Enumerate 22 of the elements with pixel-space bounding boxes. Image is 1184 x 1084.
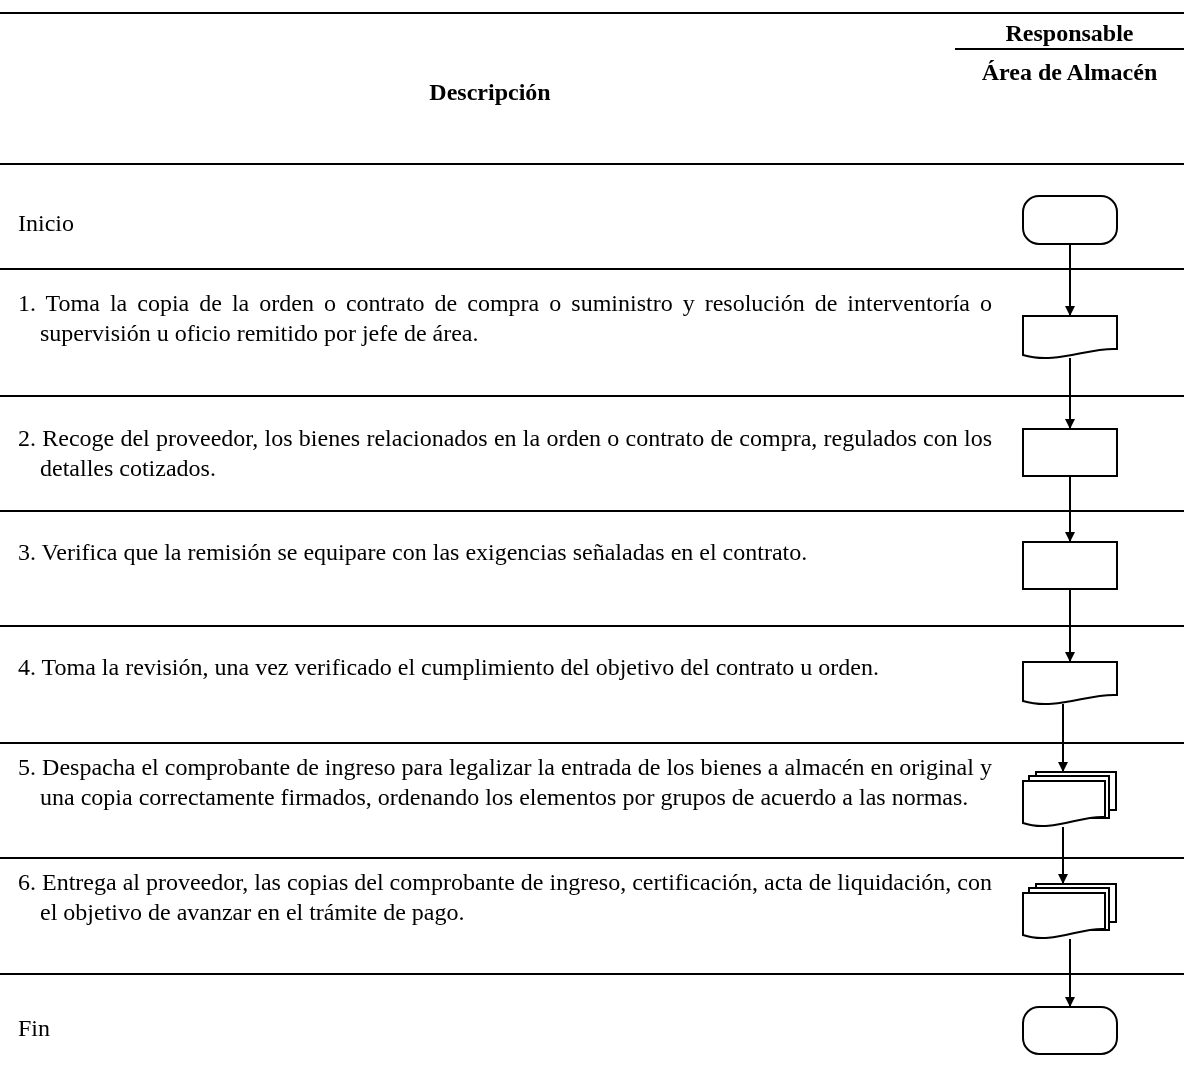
arrow xyxy=(1065,476,1075,542)
arrow xyxy=(1058,826,1068,884)
column-header: Área de Almacén xyxy=(980,58,1159,87)
step-text: 3. Verifica que la remisión se equipare con las exigencias señaladas en el contrato. xyxy=(18,538,809,567)
step-text: 4. Toma la revisión, una vez verificado el cumplimiento del objetivo del contrato u orden. xyxy=(18,653,880,682)
process-box xyxy=(1022,541,1118,590)
terminator-shape xyxy=(1022,195,1118,245)
arrow xyxy=(1065,589,1075,662)
process-box xyxy=(1022,428,1118,477)
arrow xyxy=(1058,703,1068,772)
step-text: Fin xyxy=(18,1014,51,1043)
arrow xyxy=(1065,357,1075,429)
step-text: Inicio xyxy=(18,209,75,238)
step-text: 6. Entrega al proveedor, las copias del comprobante de ingreso, certificación, acta de liquidación, con el objetivo de avanzar en el trámite de pago. xyxy=(18,868,992,927)
terminator-shape xyxy=(1022,1006,1118,1055)
step-text: 2. Recoge del proveedor, los bienes relacionados en la orden o contrato de compra, regulados con los detalles cotizados. xyxy=(18,424,992,483)
step-text: 5. Despacha el comprobante de ingreso para legalizar la entrada de los bienes a almacén en original y una copia correctamente firmados, ordenando los elementos por grupos de acuerdo a las normas. xyxy=(18,753,992,812)
arrow xyxy=(1065,938,1075,1007)
arrow xyxy=(1065,244,1075,316)
step-text: 1. Toma la copia de la orden o contrato de compra o suministro y resolución de interventoría o supervisión u oficio remitido por jefe de área. xyxy=(18,289,992,348)
column-header: Descripción xyxy=(428,78,552,107)
column-header: Responsable xyxy=(1004,19,1135,48)
